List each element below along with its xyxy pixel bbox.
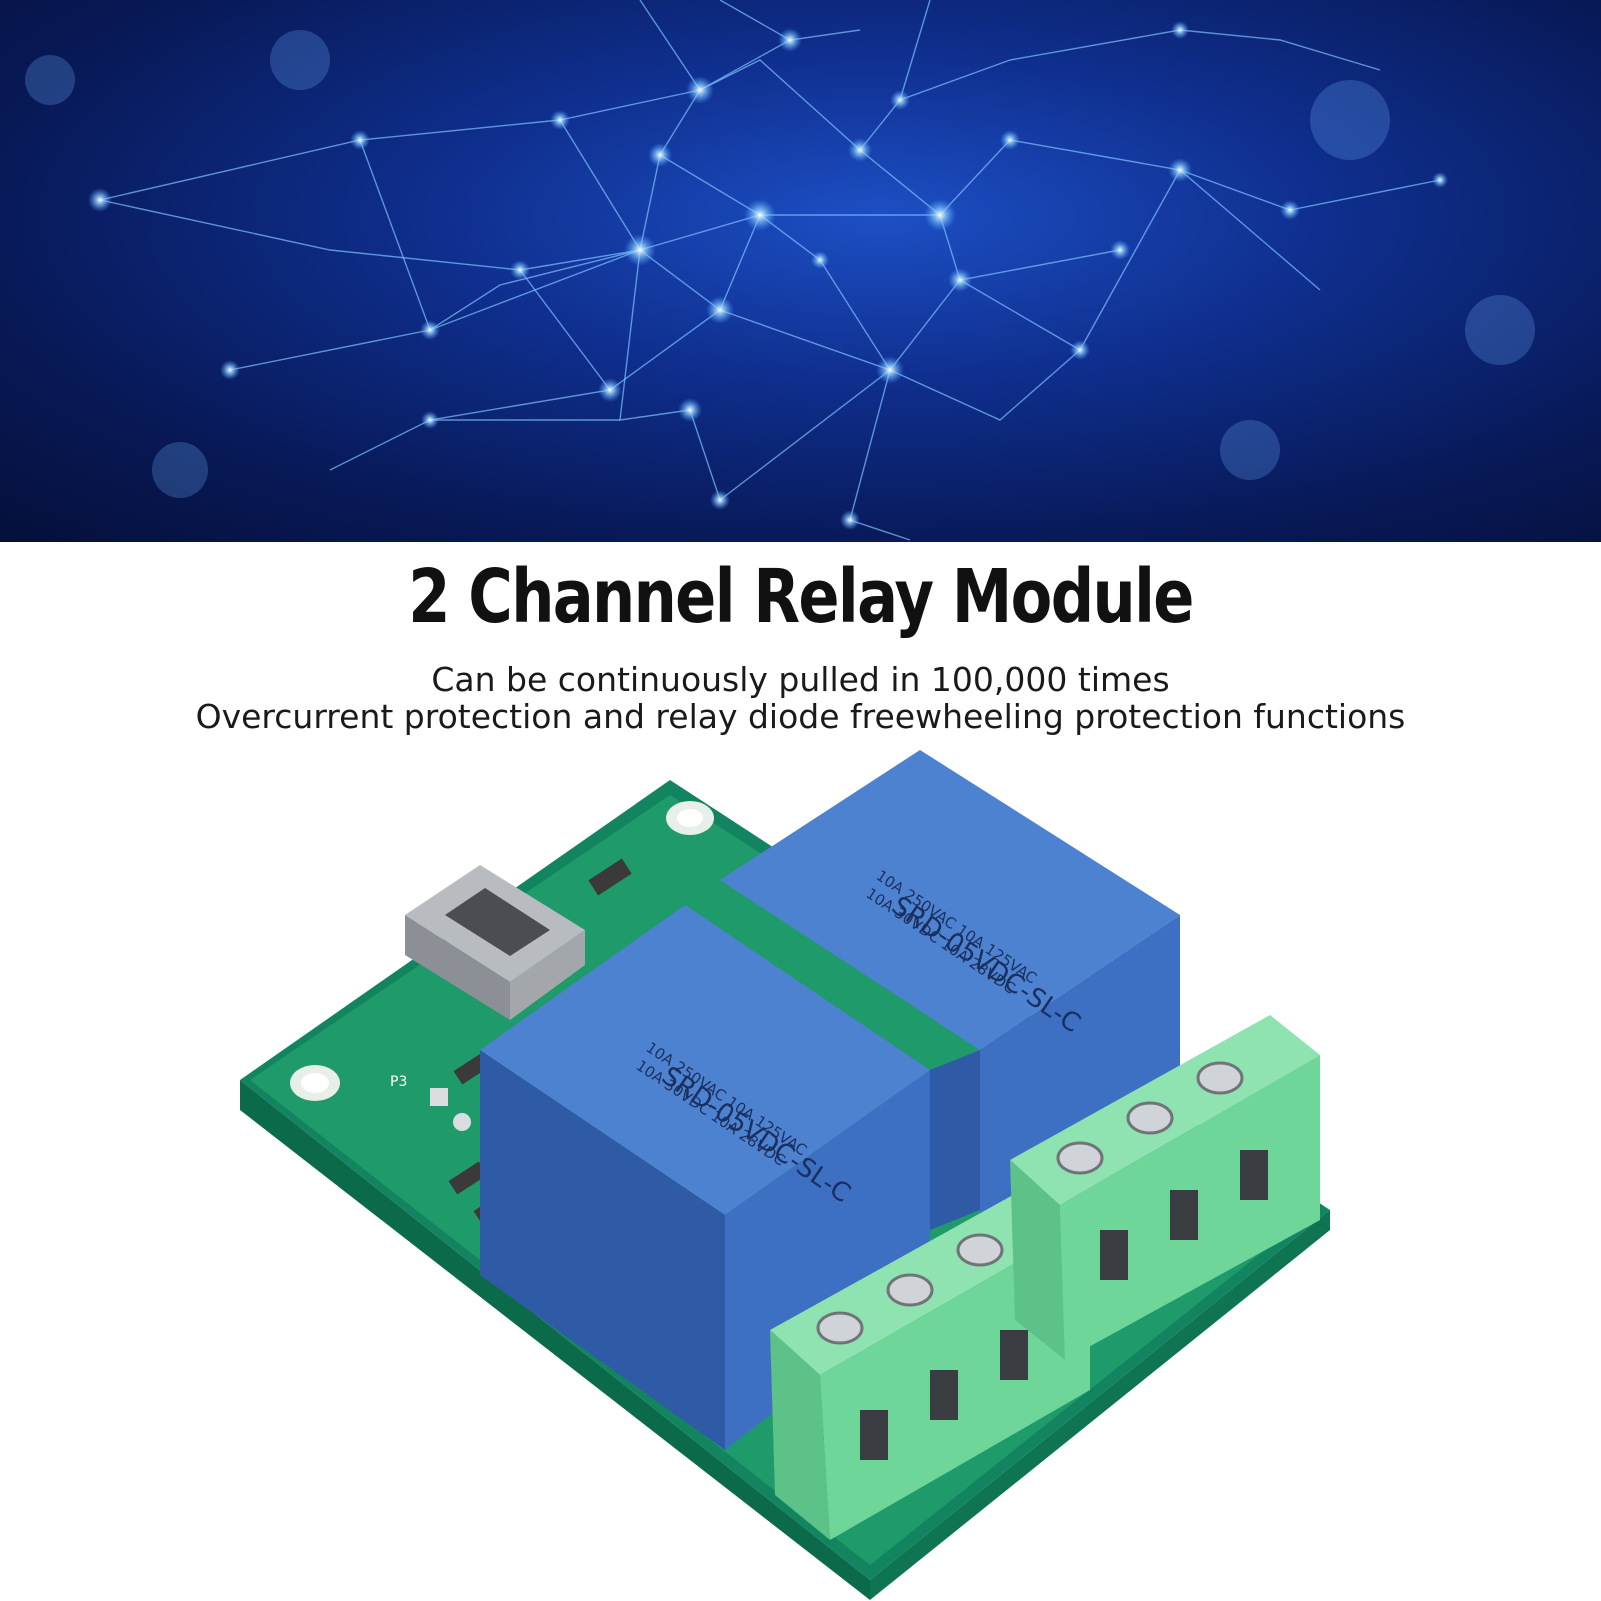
micro-usb-port (405, 865, 585, 1020)
solder-pads (430, 1088, 471, 1131)
relay-2: SRD-05VDC-SL-C 10A 250VAC 10A 125VAC 10A… (720, 750, 1180, 1270)
mounting-hole-icon (290, 801, 714, 1101)
feature-line-1: Can be continuously pulled in 100,000 ti… (431, 660, 1170, 699)
product-title: 2 Channel Relay Module (408, 554, 1194, 640)
feature-line-2: Overcurrent protection and relay diode f… (195, 697, 1406, 736)
terminal-block-2 (1010, 1015, 1320, 1360)
p3-label: P3 (390, 1074, 407, 1090)
relay-module-photo: P3 SRD-05VDC-SL-C 10A 250VAC 10A 125VAC … (240, 750, 1330, 1600)
network-mesh-graphic (25, 0, 1535, 541)
network-banner-image (0, 0, 1601, 542)
